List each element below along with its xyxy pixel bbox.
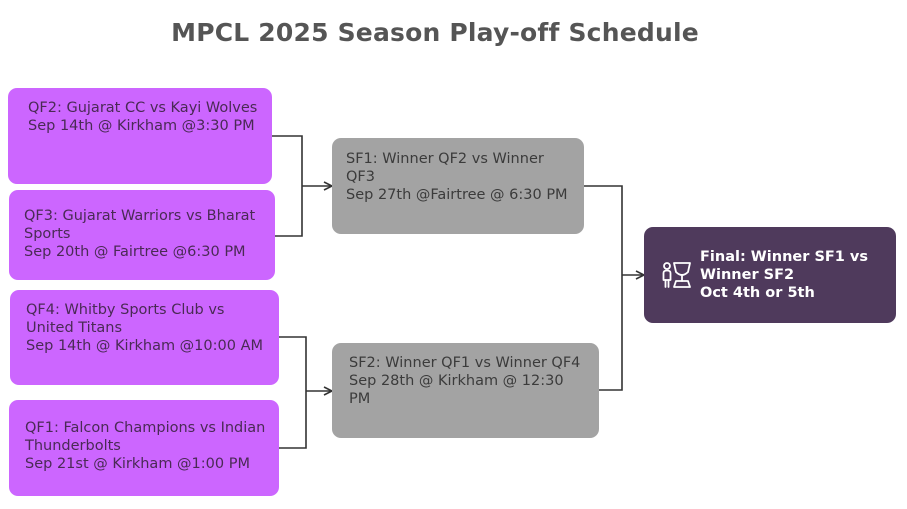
match-details: Oct 4th or 5th xyxy=(700,285,815,301)
match-details: Sep 14th @ Kirkham @3:30 PM xyxy=(28,118,255,134)
connector-qf4-qf1-to-sf2 xyxy=(279,336,307,449)
match-details: Sep 14th @ Kirkham @10:00 AM xyxy=(26,338,264,354)
match-title: SF1: Winner QF2 vs Winner QF3 xyxy=(346,151,544,185)
match-card-qf4: QF4: Whitby Sports Club vs United Titans… xyxy=(10,290,279,385)
match-card-qf3: QF3: Gujarat Warriors vs Bharat Sports S… xyxy=(9,190,275,280)
match-title: QF1: Falcon Champions vs Indian Thunderb… xyxy=(25,420,266,454)
connector-qf2-qf3-to-sf1 xyxy=(272,135,303,237)
trophy-icon xyxy=(660,260,694,290)
match-details: Sep 20th @ Fairtree @6:30 PM xyxy=(24,244,246,260)
match-details: Sep 28th @ Kirkham @ 12:30 PM xyxy=(349,373,564,407)
match-title: QF4: Whitby Sports Club vs United Titans xyxy=(26,302,225,336)
match-details: Sep 21st @ Kirkham @1:00 PM xyxy=(25,456,250,472)
match-title: Final: Winner SF1 vs Winner SF2 xyxy=(700,249,869,283)
match-card-sf2: SF2: Winner QF1 vs Winner QF4 Sep 28th @… xyxy=(332,343,599,438)
match-card-qf2: QF2: Gujarat CC vs Kayi Wolves Sep 14th … xyxy=(8,88,272,184)
match-title: SF2: Winner QF1 vs Winner QF4 xyxy=(349,355,581,371)
match-card-sf1: SF1: Winner QF2 vs Winner QF3 Sep 27th @… xyxy=(332,138,584,234)
match-card-final: Final: Winner SF1 vs Winner SF2 Oct 4th … xyxy=(644,227,896,323)
match-title: QF3: Gujarat Warriors vs Bharat Sports xyxy=(24,208,256,242)
match-details: Sep 27th @Fairtree @ 6:30 PM xyxy=(346,187,568,203)
match-title: QF2: Gujarat CC vs Kayi Wolves xyxy=(28,100,258,116)
page-title: MPCL 2025 Season Play-off Schedule xyxy=(171,18,699,47)
match-card-qf1: QF1: Falcon Champions vs Indian Thunderb… xyxy=(9,400,279,496)
